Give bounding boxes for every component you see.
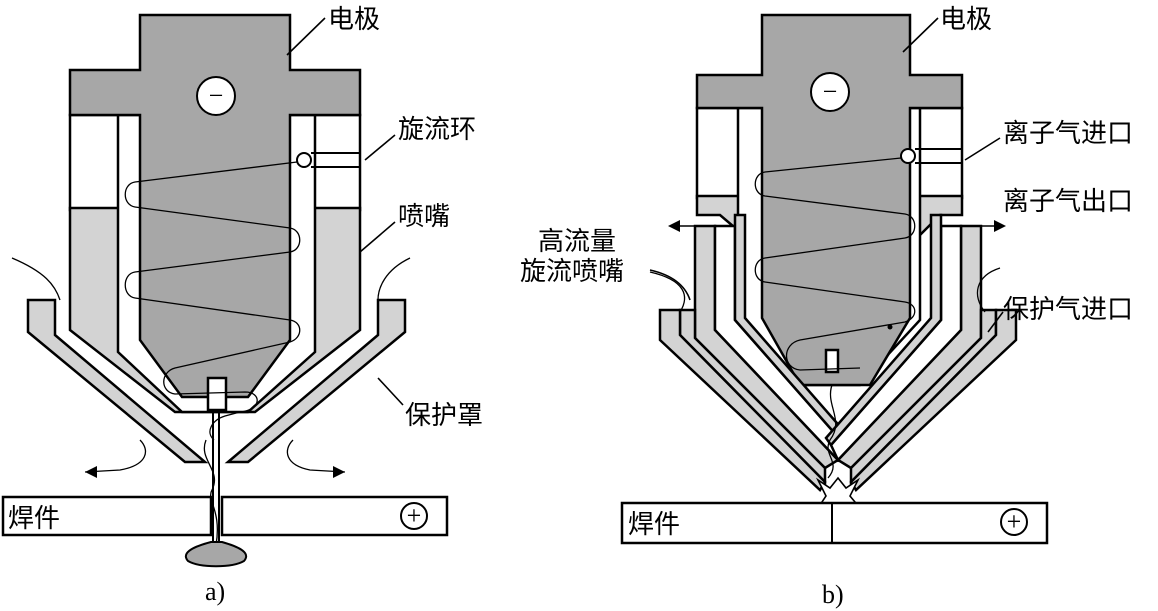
b-label-high-flow-line2: 旋流喷嘴 — [520, 257, 624, 287]
a-swirl-flow-line — [124, 161, 301, 441]
a-weld-pool — [185, 541, 247, 568]
b-label-ion-gas-inlet: 离子气进口 — [1003, 119, 1133, 149]
a-workpiece-polarity: + — [407, 501, 422, 530]
b-workpiece — [620, 501, 1049, 545]
b-electrode-polarity: − — [823, 77, 838, 106]
b-negative-terminal — [810, 72, 850, 112]
a-electrode-polarity: − — [209, 81, 224, 110]
b-label-ion-gas-outlet: 离子气出口 — [1003, 187, 1133, 217]
diagram-b: − 焊 — [520, 5, 1133, 609]
b-swirl-flow-line — [754, 157, 916, 371]
b-positive-terminal — [1000, 508, 1028, 536]
a-label-swirl-ring: 旋流环 — [398, 115, 476, 145]
a-label-nozzle: 喷嘴 — [398, 202, 450, 232]
b-shield-outer-left — [658, 308, 827, 492]
b-caption: b) — [822, 580, 844, 609]
b-workpiece-label: 焊件 — [628, 510, 680, 540]
b-shield-outer-right — [849, 308, 1018, 492]
a-label-shield: 保护罩 — [405, 401, 483, 431]
diagram-a: − 焊件 + 电极 旋流环 喷嘴 — [1, 5, 483, 606]
b-label-shield-gas-inlet: 保护气进口 — [1003, 295, 1133, 325]
b-electrode — [695, 13, 964, 387]
a-positive-terminal — [400, 502, 428, 530]
a-workpiece-label: 焊件 — [8, 504, 60, 534]
b-ion-gas-inlet-icon — [900, 148, 916, 164]
a-label-electrode: 电极 — [328, 5, 380, 35]
a-caption: a) — [205, 577, 225, 606]
a-swirl-inlet-icon — [296, 152, 312, 168]
a-shield-left — [26, 298, 209, 464]
a-workpiece-left — [1, 495, 213, 537]
b-nozzle-layer-2-right — [824, 213, 943, 448]
b-label-electrode: 电极 — [940, 5, 992, 35]
a-electrode-tip — [206, 376, 228, 412]
b-label-high-flow-line1: 高流量 — [538, 227, 616, 257]
b-workpiece-polarity: + — [1007, 507, 1022, 536]
b-electrode-tip — [824, 348, 840, 374]
a-negative-terminal — [196, 76, 236, 116]
a-electrode — [68, 13, 362, 399]
